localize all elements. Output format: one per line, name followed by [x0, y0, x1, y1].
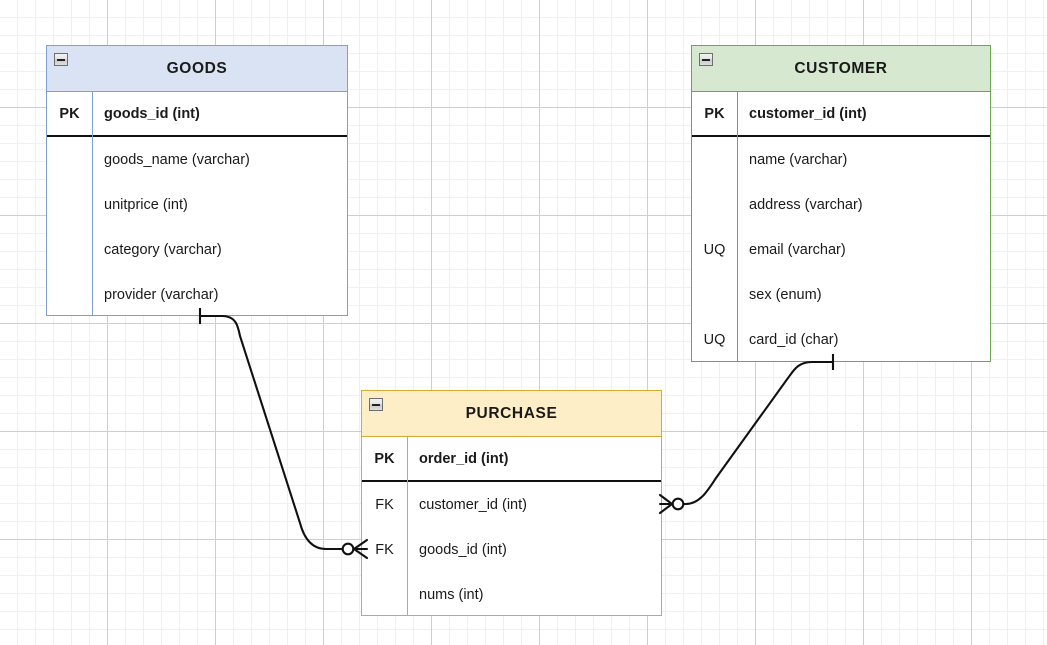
- cardinality-zero-circle: [671, 497, 685, 511]
- attribute-label: card_id (char): [749, 331, 839, 348]
- minus-box-icon[interactable]: [54, 53, 68, 66]
- attribute-row[interactable]: name (varchar): [692, 137, 990, 182]
- attribute-row[interactable]: unitprice (int): [47, 182, 347, 227]
- entity-title: GOODS: [166, 59, 228, 77]
- key-label: PK: [59, 105, 80, 122]
- minus-box-icon[interactable]: [369, 398, 383, 411]
- attribute-row[interactable]: UQ card_id (char): [692, 317, 990, 362]
- column-divider: [737, 92, 738, 361]
- attribute-label: customer_id (int): [419, 496, 527, 513]
- entity-header-customer[interactable]: CUSTOMER: [692, 46, 990, 92]
- relationship-goods-purchase[interactable]: [198, 308, 369, 560]
- column-divider: [92, 92, 93, 315]
- entity-header-purchase[interactable]: PURCHASE: [362, 391, 661, 437]
- minus-box-icon[interactable]: [699, 53, 713, 66]
- key-label: UQ: [703, 241, 726, 258]
- key-label: PK: [704, 105, 725, 122]
- attribute-label: order_id (int): [419, 450, 509, 467]
- relationship-customer-purchase[interactable]: [658, 354, 835, 515]
- column-divider: [407, 437, 408, 615]
- attribute-row[interactable]: provider (varchar): [47, 272, 347, 317]
- key-label: FK: [375, 541, 394, 558]
- attribute-label: provider (varchar): [104, 286, 219, 303]
- attribute-label: unitprice (int): [104, 196, 188, 213]
- attribute-label: address (varchar): [749, 196, 863, 213]
- entity-purchase[interactable]: PURCHASE PK order_id (int) FK customer_id (i…: [361, 390, 662, 616]
- entity-title: PURCHASE: [465, 404, 558, 422]
- attribute-label: name (varchar): [749, 151, 848, 168]
- entity-goods[interactable]: GOODS PK goods_id (int) goods_name (varchar…: [46, 45, 348, 316]
- attribute-row[interactable]: nums (int): [362, 572, 661, 617]
- attribute-label: goods_id (int): [419, 541, 507, 558]
- attribute-label: email (varchar): [749, 241, 846, 258]
- entity-title: CUSTOMER: [794, 59, 888, 77]
- pk-row[interactable]: PK customer_id (int): [692, 92, 990, 137]
- attribute-label: nums (int): [419, 586, 484, 603]
- attribute-row[interactable]: FK customer_id (int): [362, 482, 661, 527]
- attribute-row[interactable]: sex (enum): [692, 272, 990, 317]
- entity-header-goods[interactable]: GOODS: [47, 46, 347, 92]
- attribute-row[interactable]: category (varchar): [47, 227, 347, 272]
- attribute-row[interactable]: FK goods_id (int): [362, 527, 661, 572]
- attribute-row[interactable]: address (varchar): [692, 182, 990, 227]
- attribute-label: customer_id (int): [749, 105, 867, 122]
- pk-row[interactable]: PK goods_id (int): [47, 92, 347, 137]
- key-label: UQ: [703, 331, 726, 348]
- attribute-row[interactable]: goods_name (varchar): [47, 137, 347, 182]
- attribute-label: goods_id (int): [104, 105, 200, 122]
- pk-row[interactable]: PK order_id (int): [362, 437, 661, 482]
- attribute-row[interactable]: UQ email (varchar): [692, 227, 990, 272]
- attribute-label: sex (enum): [749, 286, 822, 303]
- attribute-label: goods_name (varchar): [104, 151, 250, 168]
- cardinality-zero-circle: [341, 542, 355, 556]
- key-label: FK: [375, 496, 394, 513]
- key-label: PK: [374, 450, 395, 467]
- entity-customer[interactable]: CUSTOMER PK customer_id (int) name (varchar…: [691, 45, 991, 362]
- attribute-label: category (varchar): [104, 241, 222, 258]
